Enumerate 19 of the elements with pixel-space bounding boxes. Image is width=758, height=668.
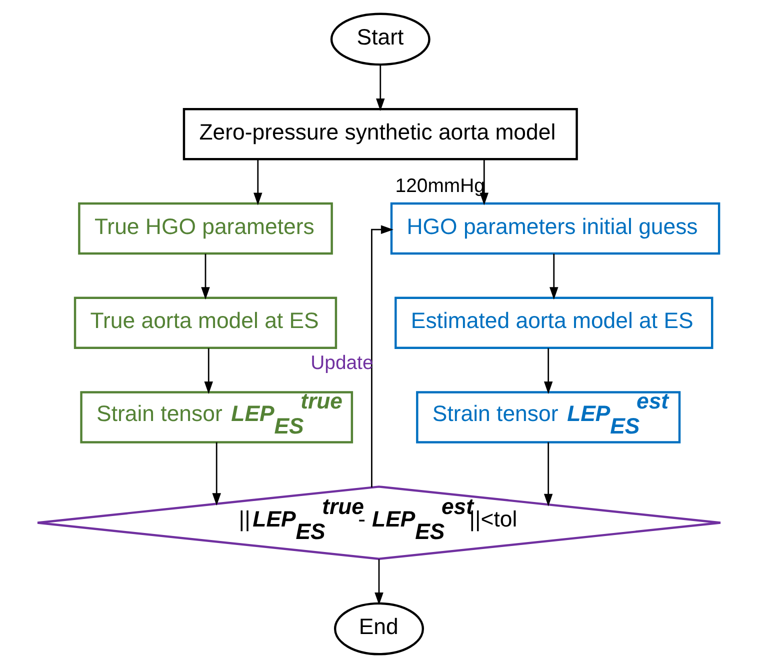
arrow: [374, 559, 384, 606]
node-box: True aorta model at ES: [74, 296, 338, 349]
edge-label: 120mmHg: [395, 174, 485, 197]
node-box: Zero-pressure synthetic aorta model: [182, 108, 578, 160]
arrow: [480, 159, 489, 206]
arrow: [371, 225, 394, 488]
arrow: [544, 442, 553, 506]
arrow: [544, 348, 553, 394]
node-box: HGO parameters initial guess: [390, 202, 720, 255]
arrow: [212, 442, 221, 506]
node-box: Estimated aorta model at ES: [394, 296, 714, 349]
node-ellipse: End: [334, 602, 424, 656]
arrow: [204, 348, 213, 394]
arrow: [550, 254, 558, 300]
arrow: [376, 65, 385, 111]
arrow: [254, 159, 262, 206]
node-ellipse: Start: [330, 12, 430, 66]
arrow: [201, 254, 210, 300]
node-box: True HGO parameters: [78, 202, 333, 255]
